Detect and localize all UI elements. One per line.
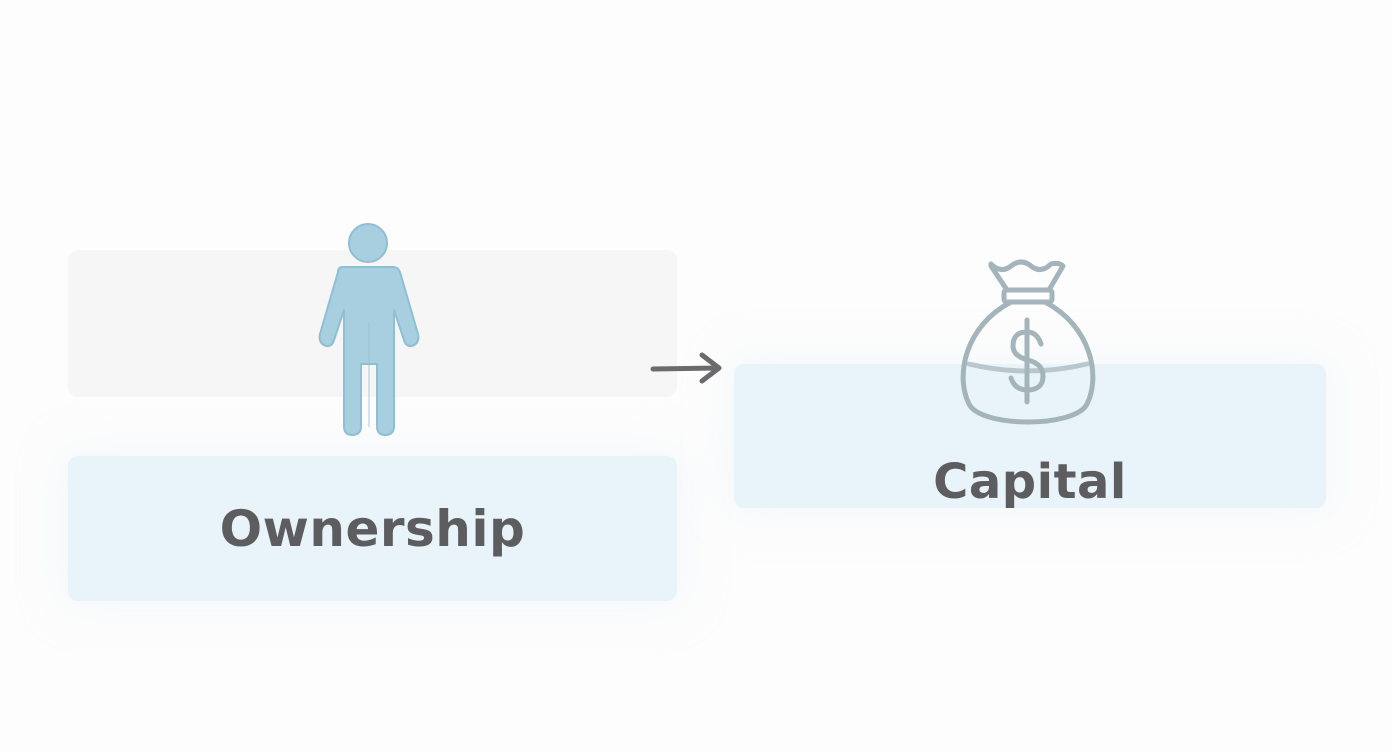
- ownership-box: [68, 456, 677, 601]
- money-bag-icon: [960, 259, 1096, 425]
- person-icon: [318, 223, 420, 436]
- arrow-right-icon: [650, 352, 722, 384]
- capital-label: Capital: [933, 454, 1127, 510]
- ownership-label: Ownership: [219, 500, 526, 558]
